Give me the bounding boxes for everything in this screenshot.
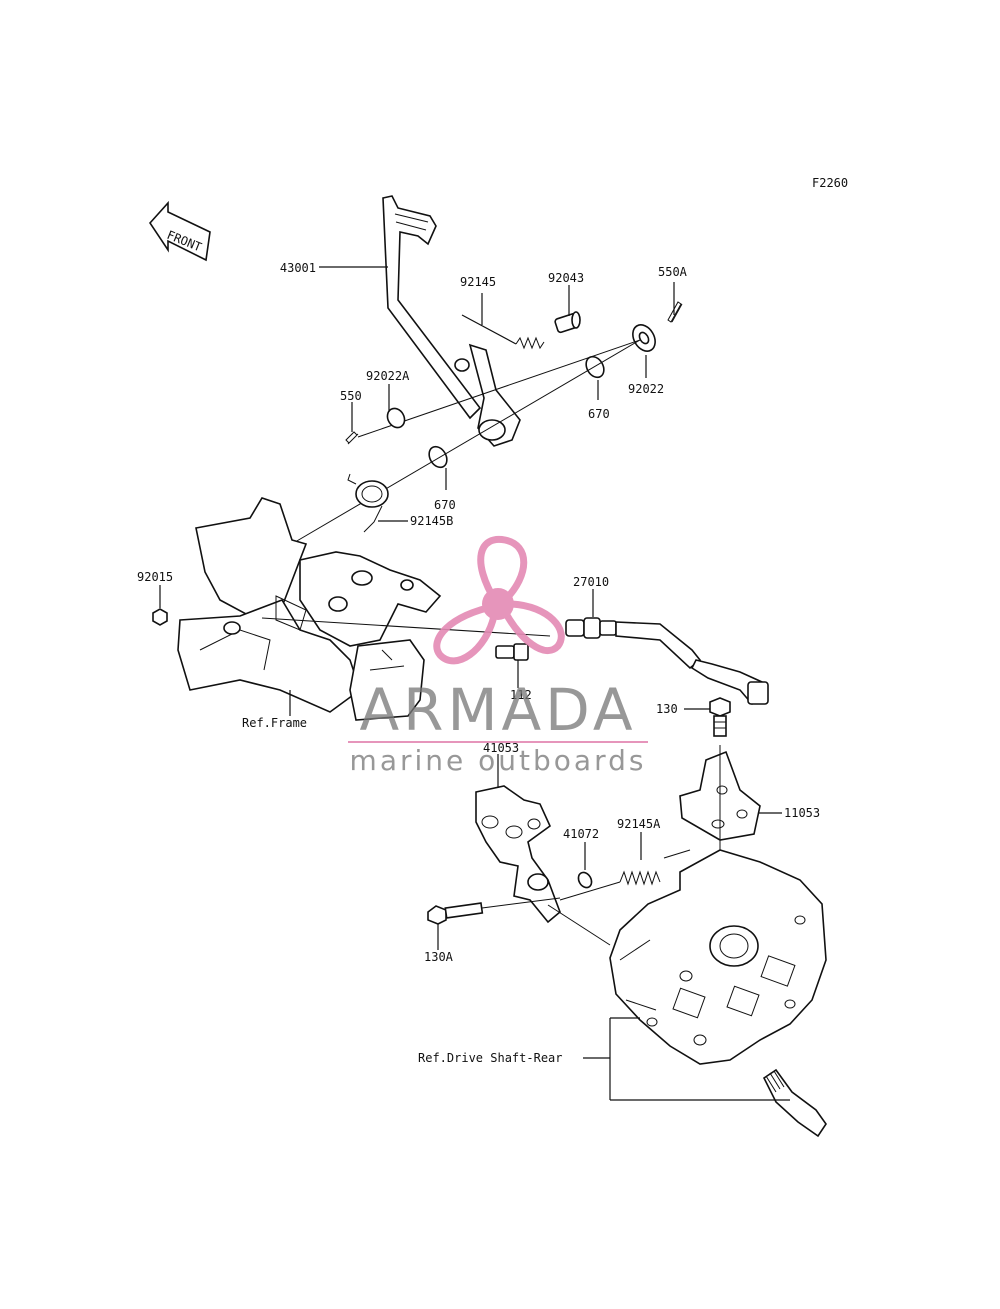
bolt-130 (709, 697, 731, 737)
label-550A: 550A (658, 265, 688, 279)
label-41072: 41072 (563, 827, 599, 841)
figure-code: F2260 (812, 176, 848, 190)
spring-92145 (461, 314, 545, 350)
label-130A: 130A (424, 950, 454, 964)
ref-drive-shaft-bracket (583, 1017, 790, 1101)
brake-switch-27010 (565, 617, 769, 705)
propeller-logo-icon (433, 535, 565, 665)
label-43001: 43001 (280, 261, 316, 275)
brake-pedal (382, 195, 521, 447)
spring-92145A (559, 849, 691, 901)
label-92022: 92022 (628, 382, 664, 396)
label-ref-drive-shaft: Ref.Drive Shaft-Rear (418, 1051, 563, 1065)
cotter-pin-550A (667, 301, 683, 323)
pin-92043 (554, 311, 581, 334)
label-92145: 92145 (460, 275, 496, 289)
bolt-130A (427, 897, 561, 925)
watermark-tagline: marine outboards (350, 744, 647, 777)
label-11053: 11053 (784, 806, 820, 820)
o-ring-670-upper (585, 355, 605, 379)
washer-92022 (632, 324, 656, 352)
label-550: 550 (340, 389, 362, 403)
label-27010: 27010 (573, 575, 609, 589)
label-92043: 92043 (548, 271, 584, 285)
return-spring-92145B (347, 473, 389, 533)
o-ring-670-lower (428, 445, 448, 469)
label-112: 112 (510, 688, 532, 702)
drive-shaft-housing (609, 849, 827, 1065)
label-92145A: 92145A (617, 817, 661, 831)
watermark-brand: ARMADA (359, 676, 636, 744)
bolt-112 (495, 643, 529, 661)
front-arrow-icon: FRONT (148, 200, 211, 262)
label-92022A: 92022A (366, 369, 410, 383)
label-130: 130 (656, 702, 678, 716)
washer-92022A (386, 407, 406, 429)
cotter-pin-550 (345, 431, 359, 445)
frame-section (177, 497, 551, 721)
drive-shaft (762, 1068, 827, 1138)
label-670-lower: 670 (434, 498, 456, 512)
cam-lever-41053 (475, 785, 561, 924)
label-670-upper: 670 (588, 407, 610, 421)
armada-watermark: ARMADA marine outboards (348, 535, 648, 777)
label-92015: 92015 (137, 570, 173, 584)
bracket-11053 (679, 745, 761, 860)
nut-92015 (152, 608, 168, 626)
washer-41072 (577, 871, 593, 889)
label-41053: 41053 (483, 741, 519, 755)
label-92145B: 92145B (410, 514, 453, 528)
label-ref-frame: Ref.Frame (242, 716, 307, 730)
